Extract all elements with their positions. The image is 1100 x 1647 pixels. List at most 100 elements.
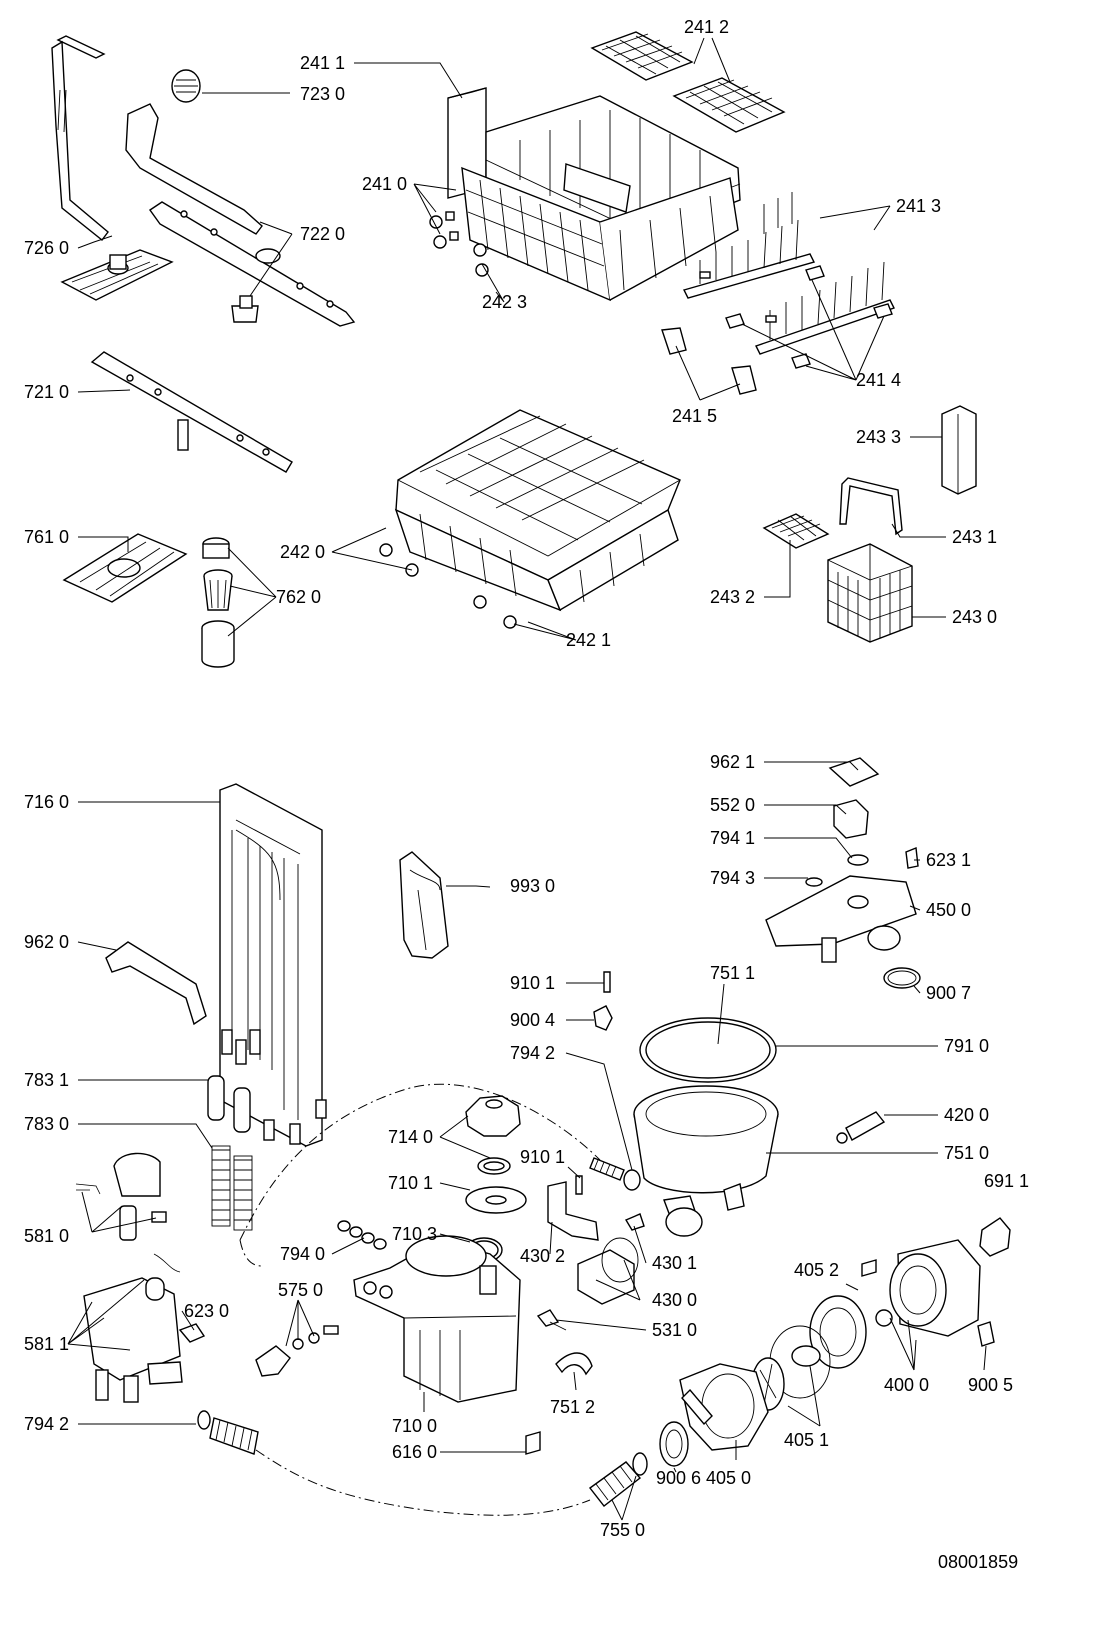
part-751-2-bracket	[555, 1352, 593, 1376]
label-900-7: 900 7	[926, 983, 971, 1003]
part-710-0-sump	[353, 1235, 521, 1403]
label-405-1: 405 1	[784, 1430, 829, 1450]
label-450-0: 450 0	[926, 900, 971, 920]
label-910-1-a: 910 1	[510, 973, 555, 993]
label-616-0: 616 0	[392, 1442, 437, 1462]
part-791-0-gasket	[639, 1017, 777, 1083]
label-900-5: 900 5	[968, 1375, 1013, 1395]
part-405-0-pump-volute	[679, 1363, 769, 1451]
dashed-hose-route-c	[239, 1239, 263, 1267]
label-552-0: 552 0	[710, 795, 755, 815]
part-691-1-connector	[979, 1217, 1011, 1257]
part-420-0-sensor	[836, 1111, 886, 1144]
label-761-0: 761 0	[24, 527, 69, 547]
part-623-0-connector	[178, 1323, 206, 1343]
label-242-1: 242 1	[566, 630, 611, 650]
part-241-5-hooks	[661, 327, 757, 395]
part-714-0-nut	[465, 1095, 521, 1137]
part-616-0-clip	[525, 1431, 541, 1455]
part-723-0-cap	[171, 69, 201, 103]
part-716-0-water-distributor	[219, 783, 327, 1147]
label-962-1: 962 1	[710, 752, 755, 772]
label-430-2: 430 2	[520, 1246, 565, 1266]
part-531-0-sensor	[536, 1309, 567, 1331]
label-710-3: 710 3	[392, 1224, 437, 1244]
part-762-0-filter-set	[201, 537, 235, 668]
label-794-2-lower: 794 2	[24, 1414, 69, 1434]
label-623-1: 623 1	[926, 850, 971, 870]
label-243-3: 243 3	[856, 427, 901, 447]
part-993-0-funnel	[399, 851, 449, 959]
label-242-3: 242 3	[482, 292, 527, 312]
part-755-0-hose	[589, 1452, 648, 1507]
label-241-3: 241 3	[896, 196, 941, 216]
label-575-0: 575 0	[278, 1280, 323, 1300]
label-794-2-upper: 794 2	[510, 1043, 555, 1063]
part-430-2-bracket	[547, 1181, 599, 1241]
label-755-0: 755 0	[600, 1520, 645, 1540]
dashed-hose-route-b	[255, 1449, 591, 1516]
part-900-4-clip	[593, 1005, 613, 1031]
part-241-upper-basket	[429, 87, 741, 302]
part-575-0-sensor	[255, 1325, 339, 1377]
label-405-0: 405 0	[706, 1468, 751, 1488]
label-243-1: 243 1	[952, 527, 997, 547]
label-714-0: 714 0	[388, 1127, 433, 1147]
label-243-0: 243 0	[952, 607, 997, 627]
leader-lines	[67, 37, 987, 1521]
dashed-hose-route-a	[239, 1083, 601, 1241]
part-710-1-seal-ring	[477, 1157, 511, 1175]
part-241-4-clips	[725, 265, 893, 369]
label-241-5: 241 5	[672, 406, 717, 426]
part-726-0-spray-tube	[51, 35, 174, 301]
label-241-0: 241 0	[362, 174, 407, 194]
label-691-1: 691 1	[984, 1171, 1029, 1191]
label-241-2: 241 2	[684, 17, 729, 37]
part-794-2-hose-upper	[589, 1157, 641, 1191]
label-430-1: 430 1	[652, 1253, 697, 1273]
part-910-1-screw-b	[575, 1175, 583, 1195]
label-794-3: 794 3	[710, 868, 755, 888]
label-751-2: 751 2	[550, 1397, 595, 1417]
part-962-0-cover	[105, 941, 207, 1026]
label-722-0: 722 0	[300, 224, 345, 244]
label-751-0: 751 0	[944, 1143, 989, 1163]
label-962-0: 962 0	[24, 932, 69, 952]
label-726-0: 726 0	[24, 238, 69, 258]
label-241-1: 241 1	[300, 53, 345, 73]
part-241-2-rack-inserts	[590, 31, 786, 133]
label-710-0: 710 0	[392, 1416, 437, 1436]
label-723-0: 723 0	[300, 84, 345, 104]
part-450-0-valve-block	[765, 875, 917, 963]
part-581-0-valve	[75, 1152, 167, 1241]
part-710-1-plate	[465, 1186, 527, 1214]
part-794-0-o-rings	[337, 1220, 387, 1250]
label-420-0: 420 0	[944, 1105, 989, 1125]
part-552-0-connector	[833, 799, 869, 839]
part-900-7-clamp	[883, 967, 921, 989]
label-710-1: 710 1	[388, 1173, 433, 1193]
part-581-1-valve-body	[83, 1253, 183, 1403]
label-783-1: 783 1	[24, 1070, 69, 1090]
label-910-1-b: 910 1	[520, 1147, 565, 1167]
label-794-1: 794 1	[710, 828, 755, 848]
label-581-1: 581 1	[24, 1334, 69, 1354]
part-794-2-hose-lower	[197, 1410, 259, 1455]
part-430-0-heater-relay	[577, 1237, 639, 1305]
part-900-5-clip	[977, 1321, 995, 1347]
part-761-0-filter-plate	[62, 533, 188, 603]
label-762-0: 762 0	[276, 587, 321, 607]
label-400-0: 400 0	[884, 1375, 929, 1395]
label-783-0: 783 0	[24, 1114, 69, 1134]
part-243-cutlery-basket	[762, 405, 977, 643]
part-400-0-motor	[861, 1239, 981, 1337]
part-623-1-connector	[905, 847, 919, 869]
part-900-6-seal	[659, 1421, 689, 1467]
label-791-0: 791 0	[944, 1036, 989, 1056]
document-code: 08001859	[938, 1552, 1018, 1572]
part-labels: 241 1 723 0 241 2 241 0 726 0 722 0 242 …	[24, 17, 1029, 1572]
part-241-3-tine-rows	[682, 192, 895, 355]
label-900-4: 900 4	[510, 1010, 555, 1030]
part-751-0-pump-housing	[633, 1085, 779, 1237]
